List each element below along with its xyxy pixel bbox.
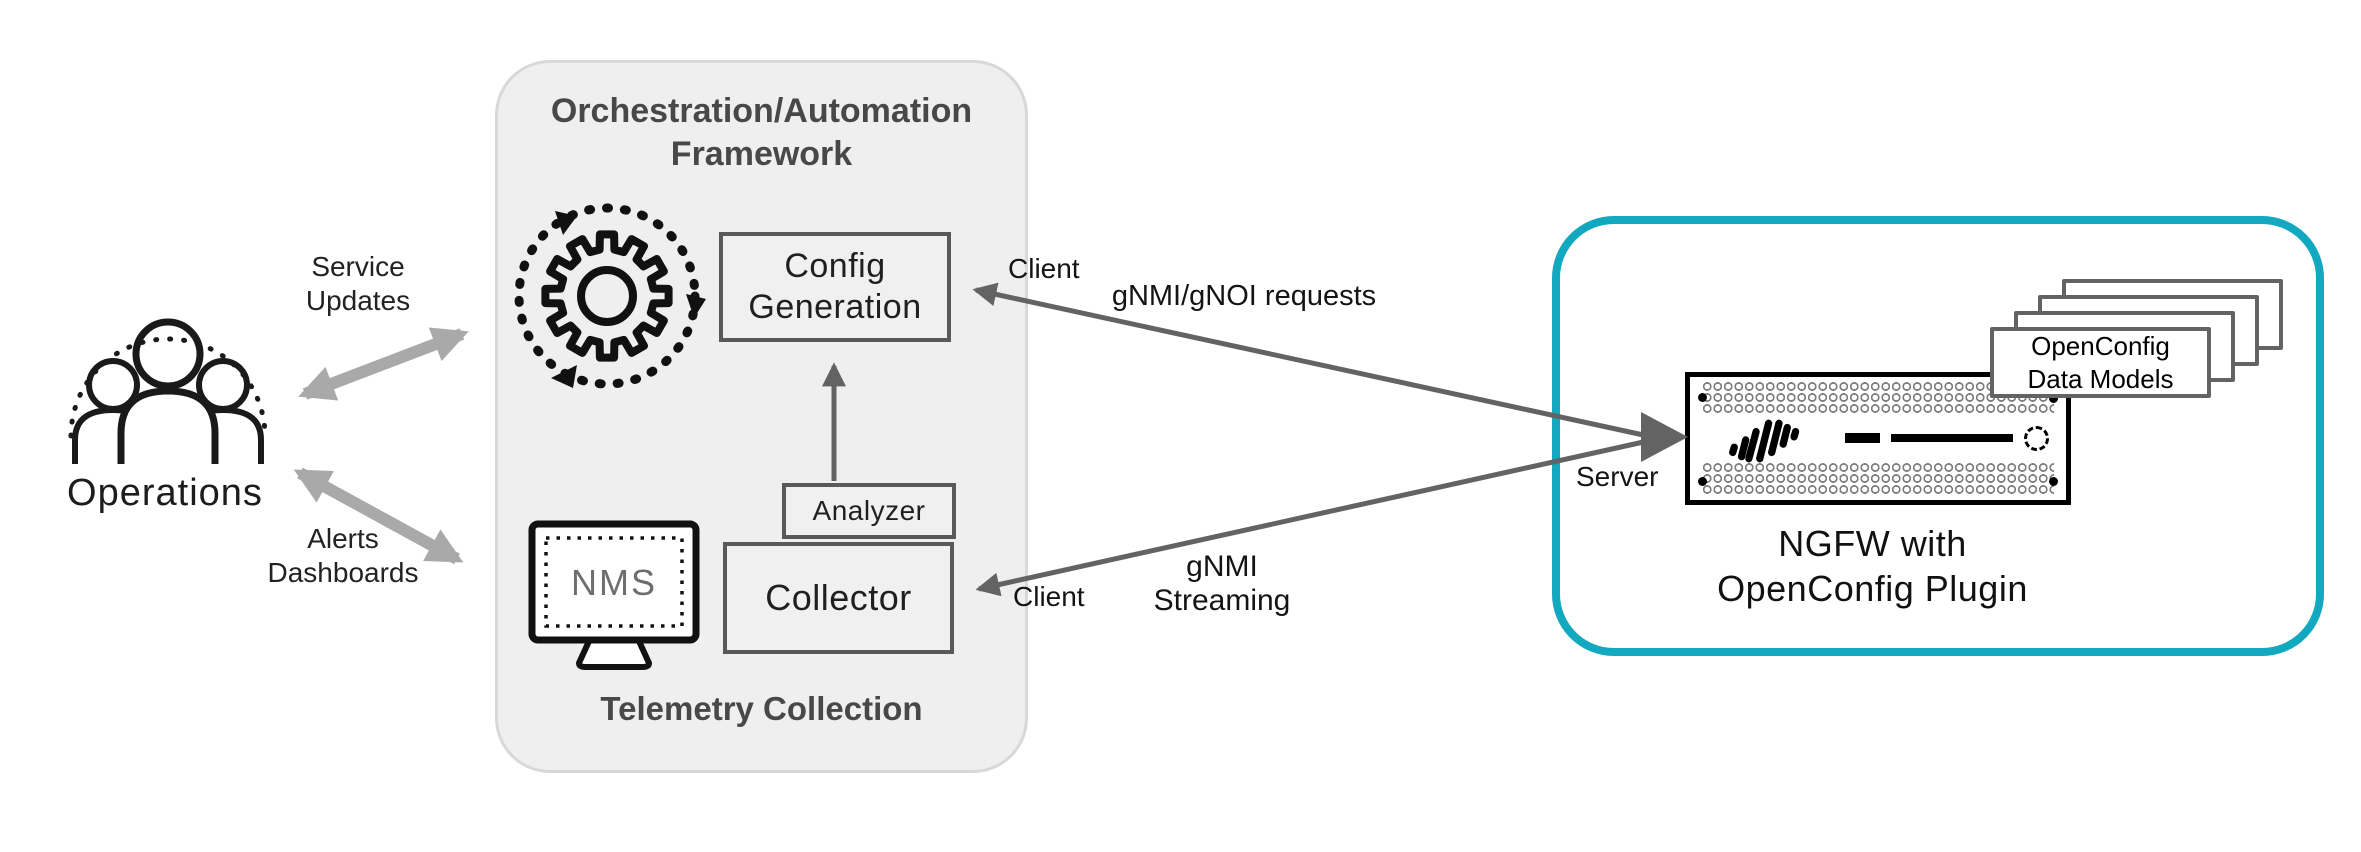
appliance-vent-bottom [1702, 462, 2054, 496]
service-updates-arrow [298, 327, 469, 401]
appliance-dashed-port [2024, 426, 2049, 451]
firewall-appliance-icon [1685, 372, 2071, 505]
vendor-logo-icon [1729, 419, 1800, 463]
vent-dot [1698, 393, 1707, 402]
client-label-bottom: Client [1013, 581, 1085, 612]
client-label-top: Client [1008, 253, 1080, 284]
appliance-bar [1845, 433, 1880, 443]
collector-box: Collector [723, 542, 954, 654]
alerts-dashboards-label: Alerts Dashboards [267, 523, 419, 589]
framework-title: Orchestration/Automation Framework [550, 92, 973, 173]
server-label: Server [1576, 461, 1659, 492]
gear-automation-icon [514, 203, 706, 389]
openconfig-data-models-card: OpenConfig Data Models [1990, 327, 2211, 398]
gnmi-gnoi-requests-label: gNMI/gNOI requests [1111, 280, 1377, 312]
telemetry-collection-label: Telemetry Collection [600, 690, 923, 727]
gnmi-streaming-label: gNMI Streaming [1153, 550, 1291, 617]
vent-dot [2049, 394, 2058, 403]
operations-label: Operations [67, 472, 263, 514]
dotted-arc [68, 336, 268, 439]
vent-dot [1698, 477, 1707, 486]
ngfw-label: NGFW with OpenConfig Plugin [1717, 523, 2028, 609]
appliance-bar [1891, 434, 2013, 442]
vent-dot [2049, 477, 2058, 486]
service-updates-label: Service Updates [305, 251, 411, 317]
analyzer-box: Analyzer [782, 483, 956, 539]
nms-label: NMS [571, 562, 657, 603]
people-group-icon [68, 318, 268, 464]
config-generation-box: Config Generation [719, 232, 951, 342]
nms-monitor-icon: NMS [528, 520, 700, 670]
